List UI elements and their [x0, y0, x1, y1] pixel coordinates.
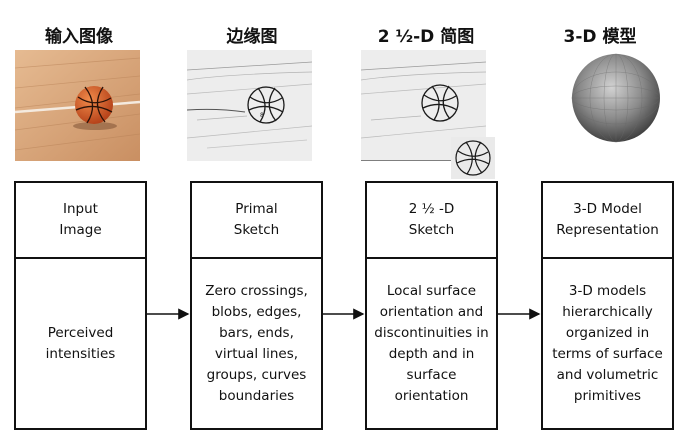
- body-line: bars, ends,: [219, 324, 294, 341]
- box-25d-sketch: 2 ½ -D Sketch Local surface orientation …: [365, 181, 498, 430]
- column-title-25d: 2 ½-D 简图: [377, 27, 475, 47]
- body-line: 3-D models: [568, 282, 647, 299]
- column-title-input: 输入图像: [45, 27, 113, 47]
- svg-text:8: 8: [260, 112, 264, 119]
- body-line: discontinuities in: [374, 324, 489, 341]
- body-line: organized in: [565, 324, 650, 341]
- box-body: Perceived intensities: [16, 259, 145, 428]
- body-line: Zero crossings,: [205, 282, 308, 299]
- header-line: Sketch: [233, 222, 280, 238]
- box-header: 3-D Model Representation: [543, 183, 672, 259]
- edge-map-image: 8: [187, 50, 312, 161]
- 3d-model-sphere: [560, 50, 660, 161]
- box-body: Local surface orientation and discontinu…: [367, 259, 496, 428]
- body-line: boundaries: [218, 387, 295, 404]
- header-line: Primal: [235, 201, 278, 217]
- body-line: and volumetric: [556, 366, 659, 383]
- header-line: Representation: [556, 222, 659, 238]
- header-line: 3-D Model: [573, 201, 642, 217]
- body-line: groups, curves: [206, 366, 307, 383]
- box-header: Primal Sketch: [192, 183, 321, 259]
- sketch-25d-ball-inset: [451, 137, 495, 179]
- body-line: virtual lines,: [214, 345, 299, 362]
- body-line: orientation: [394, 387, 469, 404]
- column-title-3d: 3-D 模型: [563, 27, 637, 47]
- body-line: blobs, edges,: [211, 303, 302, 320]
- body-line: orientation and: [379, 303, 484, 320]
- body-line: surface: [406, 366, 457, 383]
- body-line: Local surface: [386, 282, 477, 299]
- box-header: Input Image: [16, 183, 145, 259]
- input-image-photo: [15, 50, 140, 161]
- body-line: Perceived: [47, 324, 114, 341]
- box-primal-sketch: Primal Sketch Zero crossings, blobs, edg…: [190, 181, 323, 430]
- header-line: Sketch: [408, 222, 455, 238]
- body-line: intensities: [45, 345, 116, 362]
- body-line: terms of surface: [552, 345, 663, 362]
- header-line: Image: [59, 222, 102, 238]
- body-line: primitives: [573, 387, 642, 404]
- box-3d-model: 3-D Model Representation 3-D models hier…: [541, 181, 674, 430]
- box-body: 3-D models hierarchically organized in t…: [543, 259, 672, 428]
- header-line: Input: [63, 201, 98, 217]
- column-title-edge: 边缘图: [226, 27, 278, 47]
- box-header: 2 ½ -D Sketch: [367, 183, 496, 259]
- body-line: hierarchically: [562, 303, 653, 320]
- body-line: depth and in: [388, 345, 475, 362]
- box-body: Zero crossings, blobs, edges, bars, ends…: [192, 259, 321, 428]
- box-input-image: Input Image Perceived intensities: [14, 181, 147, 430]
- header-line: 2 ½ -D: [408, 201, 455, 217]
